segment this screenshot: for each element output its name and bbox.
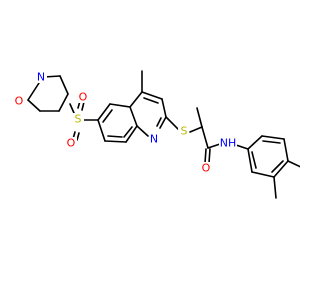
morpholine-ring [27,75,69,112]
morpholine-oxygen-label: O [15,95,24,108]
sulfonyl-oxygen-bottom-label: O [67,137,76,150]
dimethylphenyl-ring [247,135,300,199]
thioether-sulfur-label: S [181,125,188,138]
structure-diagram: O N S O O N S O NH [14,70,300,199]
sulfonyl-oxygen-top-label: O [79,91,88,104]
amide-nh-label: NH [220,137,237,150]
side-chain [165,107,249,164]
morpholine-nitrogen-label: N [37,71,45,84]
molecule-canvas: O N S O O N S O NH [14,70,300,199]
quinoline-nitrogen-label: N [150,133,158,146]
benzo-ring [97,103,138,143]
atom-labels: O N S O O N S O NH [14,71,237,175]
pyridine-ring [129,91,167,137]
carbonyl-oxygen-label: O [202,162,211,175]
sulfonyl-sulfur-label: S [75,113,82,126]
